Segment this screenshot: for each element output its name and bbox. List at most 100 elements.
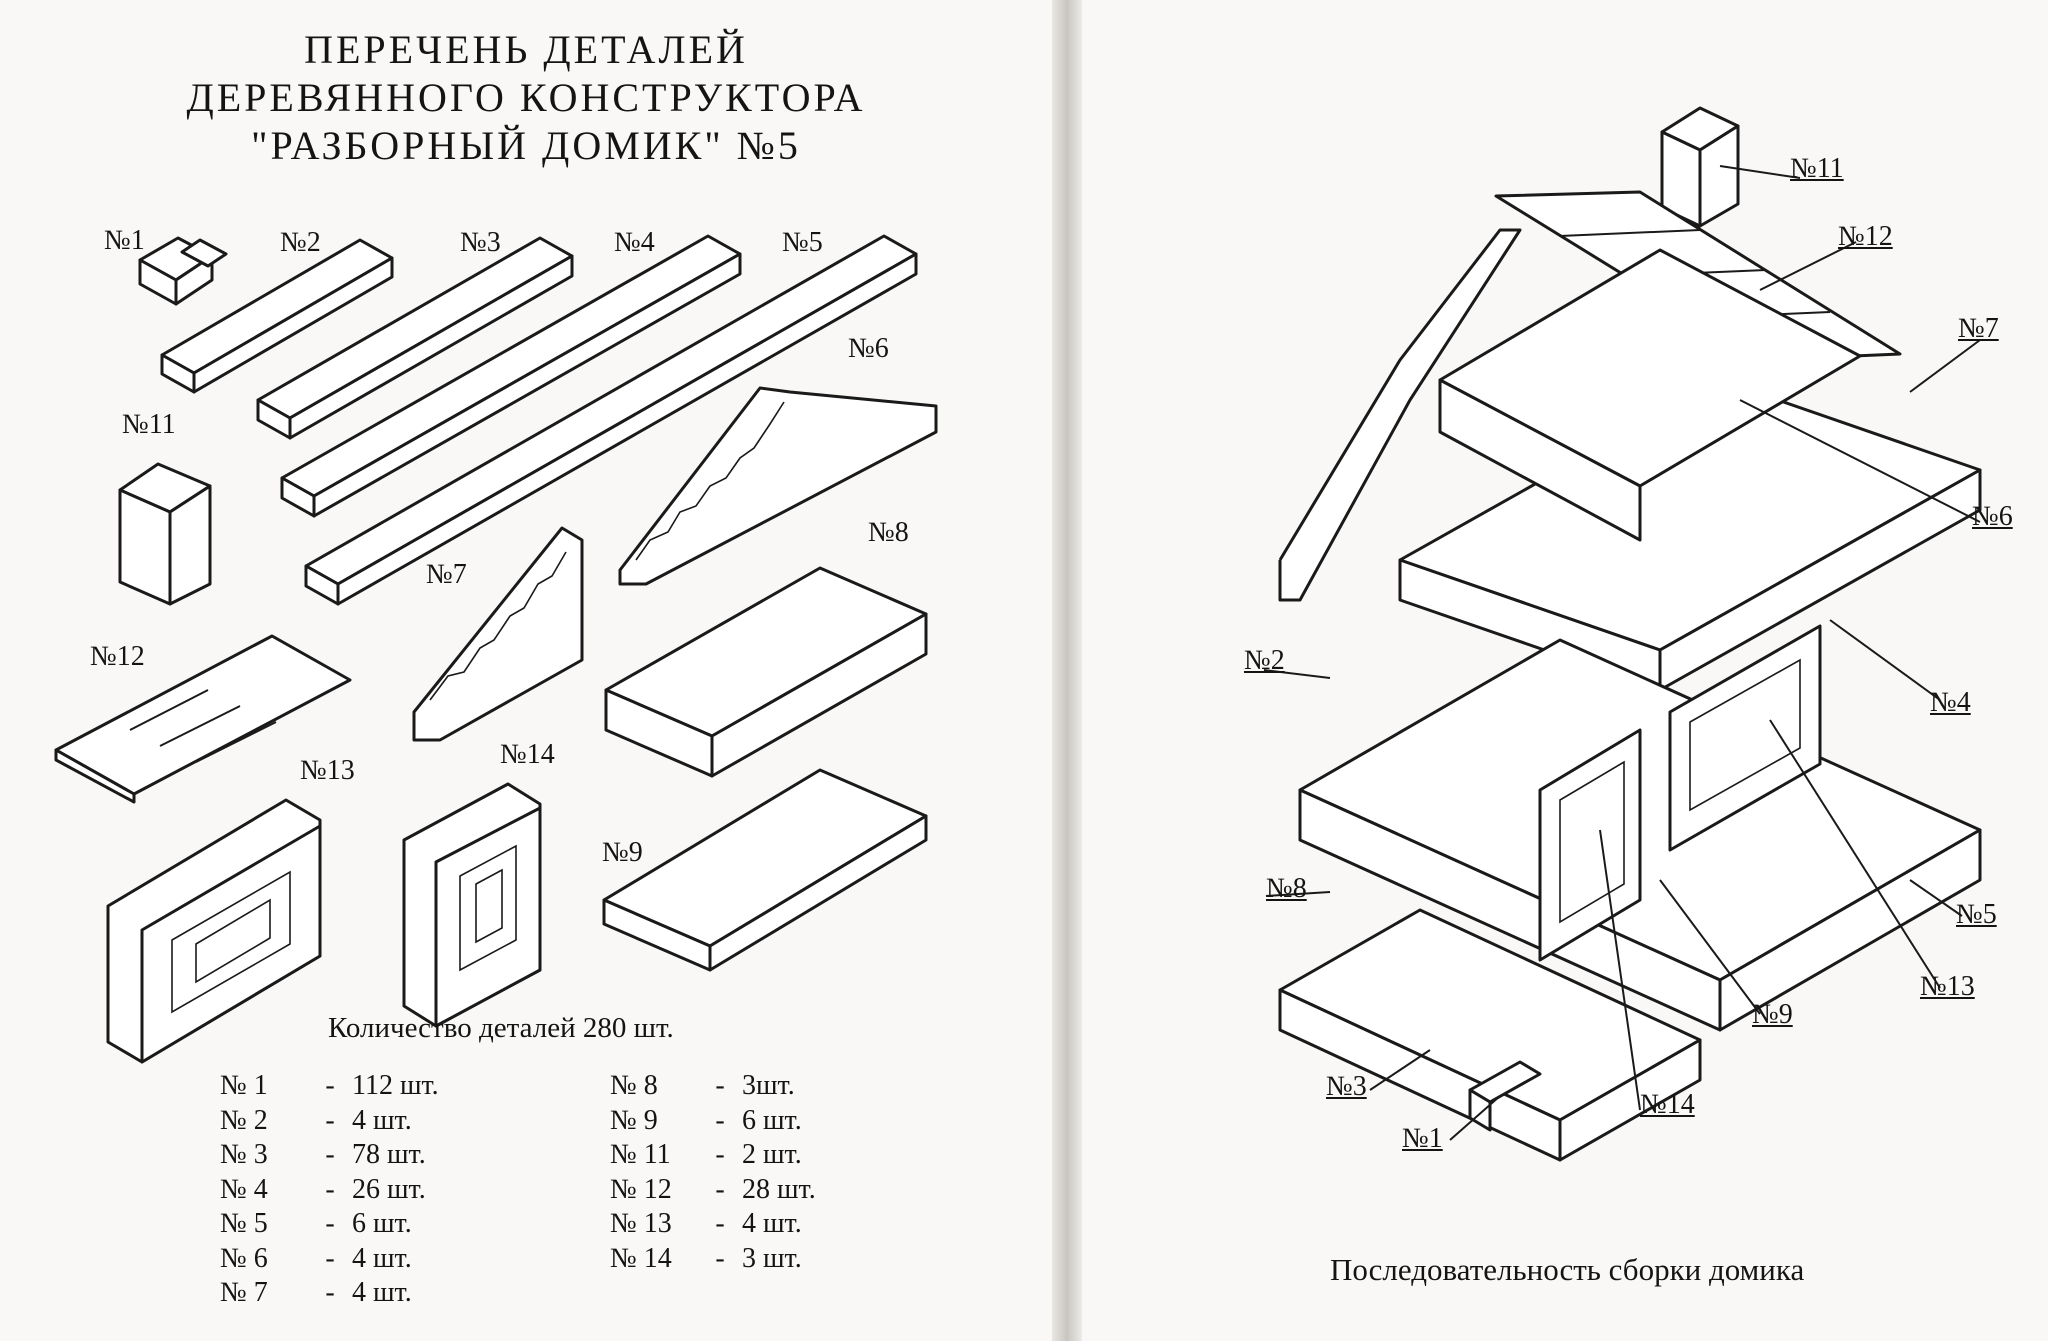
part-5-drawing <box>304 234 918 606</box>
part-8-drawing <box>604 566 928 778</box>
quantity-part-number: № 4 <box>220 1173 268 1205</box>
quantity-row: № 4 -26 шт. <box>220 1174 426 1206</box>
quantity-dash: - <box>715 1104 725 1136</box>
part-14-drawing <box>402 782 542 1028</box>
book-gutter <box>1052 0 1082 1341</box>
part-label-2: №2 <box>280 227 321 258</box>
quantity-count: 6 шт. <box>742 1104 802 1136</box>
quantity-part-number: № 12 <box>610 1173 672 1205</box>
quantity-dash: - <box>325 1139 335 1170</box>
quantity-dash: - <box>325 1242 335 1274</box>
quantity-row: № 5 -6 шт. <box>220 1208 412 1240</box>
quantity-dash: - <box>325 1070 335 1101</box>
quantity-part-number: № 7 <box>220 1277 268 1308</box>
quantity-row: № 9 -6 шт. <box>610 1105 802 1137</box>
assembly-base <box>1278 908 1702 1162</box>
quantity-dash: - <box>325 1104 335 1136</box>
part-label-13: №13 <box>300 755 355 786</box>
part-9-drawing <box>602 768 928 972</box>
assembly-label-11: №11 <box>1790 153 1844 184</box>
quantity-row: № 8 -3шт. <box>610 1070 795 1102</box>
assembly-label-2: №2 <box>1244 645 1285 676</box>
part-label-9: №9 <box>602 837 643 868</box>
assembly-label-13: №13 <box>1920 971 1975 1002</box>
quantity-row: № 11 -2 шт. <box>610 1139 802 1171</box>
title-line-1: ПЕРЕЧЕНЬ ДЕТАЛЕЙ <box>304 27 748 72</box>
quantity-dash: - <box>715 1070 725 1101</box>
quantity-row: № 1 -112 шт. <box>220 1070 439 1102</box>
part-6-drawing <box>618 386 938 586</box>
assembly-middle-frame <box>1298 624 1982 1032</box>
assembly-label-3: №3 <box>1326 1071 1367 1102</box>
quantity-row: № 7 -4 шт. <box>220 1277 412 1309</box>
assembly-label-7: №7 <box>1958 313 1999 344</box>
part-12-drawing <box>54 634 352 804</box>
part-label-11: №11 <box>122 409 176 440</box>
total-count: Количество деталей 280 шт. <box>328 1012 674 1044</box>
title-line-2: ДЕРЕВЯННОГО КОНСТРУКТОРА <box>186 75 866 120</box>
part-label-1: №1 <box>104 225 145 256</box>
quantity-part-number: № 6 <box>220 1242 268 1274</box>
quantity-dash: - <box>715 1173 725 1205</box>
quantity-dash: - <box>325 1208 335 1239</box>
part-label-12: №12 <box>90 641 145 672</box>
quantity-part-number: № 2 <box>220 1104 268 1136</box>
part-label-5: №5 <box>782 227 823 258</box>
quantity-dash: - <box>325 1277 335 1308</box>
title-line-3: "РАЗБОРНЫЙ ДОМИК" №5 <box>251 123 801 168</box>
assembly-label-4: №4 <box>1930 687 1971 718</box>
assembly-upper-frame <box>1278 228 1982 692</box>
part-label-4: №4 <box>614 227 655 258</box>
quantity-dash: - <box>715 1208 725 1239</box>
quantity-count: 3шт. <box>742 1070 795 1101</box>
assembly-chimney <box>1660 106 1740 228</box>
part-label-14: №14 <box>500 739 555 770</box>
quantity-count: 78 шт. <box>352 1139 426 1170</box>
quantity-part-number: № 11 <box>610 1139 671 1170</box>
quantity-part-number: № 9 <box>610 1104 658 1136</box>
quantity-dash: - <box>325 1173 335 1205</box>
part-1-drawing <box>138 236 228 306</box>
part-3-drawing <box>256 236 574 440</box>
quantity-part-number: № 13 <box>610 1208 672 1239</box>
part-11-drawing <box>118 462 212 606</box>
quantity-row: № 14-3 шт. <box>610 1243 802 1275</box>
part-4-drawing <box>280 234 742 518</box>
quantity-dash: - <box>715 1242 725 1274</box>
assembly-label-5: №5 <box>1956 899 1997 930</box>
quantity-count: 28 шт. <box>742 1173 816 1205</box>
part-13-drawing <box>106 798 322 1064</box>
quantity-part-number: № 3 <box>220 1139 268 1170</box>
quantity-count: 2 шт. <box>742 1139 802 1170</box>
quantity-count: 6 шт. <box>352 1208 412 1239</box>
assembly-caption: Последовательность сборки домика <box>1330 1252 1805 1287</box>
quantity-row: № 3 -78 шт. <box>220 1139 426 1171</box>
quantity-row: № 13-4 шт. <box>610 1208 802 1240</box>
quantity-dash: - <box>715 1139 725 1170</box>
assembly-label-6: №6 <box>1972 501 2013 532</box>
quantity-count: 4 шт. <box>352 1242 412 1274</box>
quantity-part-number: № 8 <box>610 1070 658 1101</box>
quantity-row: № 2-4 шт. <box>220 1105 412 1137</box>
part-label-8: №8 <box>868 517 909 548</box>
quantity-count: 112 шт. <box>352 1070 439 1101</box>
quantity-count: 26 шт. <box>352 1173 426 1205</box>
assembly-label-8: №8 <box>1266 873 1307 904</box>
assembly-leader-lines <box>1263 165 1981 1141</box>
assembly-label-9: №9 <box>1752 999 1793 1030</box>
quantity-part-number: № 5 <box>220 1208 268 1239</box>
part-2-drawing <box>160 238 394 394</box>
part-7-drawing <box>412 526 584 742</box>
quantity-count: 4 шт. <box>352 1277 412 1308</box>
assembly-label-12: №12 <box>1838 221 1893 252</box>
part-label-6: №6 <box>848 333 889 364</box>
quantity-part-number: № 1 <box>220 1070 268 1101</box>
quantity-row: № 6 -4 шт. <box>220 1243 412 1275</box>
part-label-7: №7 <box>426 559 467 590</box>
quantity-count: 3 шт. <box>742 1242 802 1274</box>
assembly-label-14: №14 <box>1640 1089 1695 1120</box>
part-label-3: №3 <box>460 227 501 258</box>
quantity-row: № 12 -28 шт. <box>610 1174 816 1206</box>
